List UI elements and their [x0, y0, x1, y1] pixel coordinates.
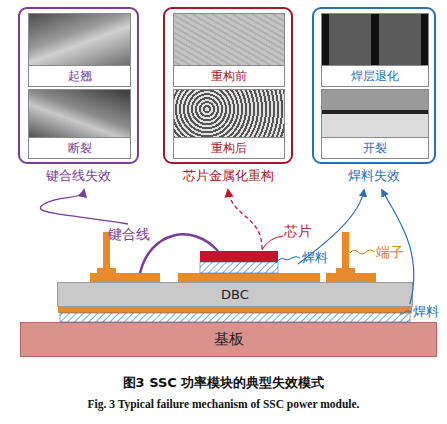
english-caption: Fig. 3 Typical failure mechanism of SSC …: [0, 398, 447, 410]
part-label: 焊料: [302, 249, 328, 267]
top-copper-pad: [326, 273, 376, 282]
micrograph-image: [322, 90, 428, 138]
leader-line: [276, 257, 300, 264]
panel-heading: 键合线失效: [0, 167, 157, 185]
chip: [200, 251, 278, 262]
panel-heading: 芯片金属化重构: [145, 167, 311, 185]
failure-panel: 芯片金属化重构重构前重构后: [163, 7, 293, 164]
part-label: 键合线: [108, 226, 150, 244]
micrograph-image: [29, 90, 130, 138]
chip-solder-layer: [200, 262, 278, 273]
micrograph-box: 开裂: [321, 89, 429, 159]
failure-panel: 焊料失效焊层退化开裂: [312, 7, 436, 164]
micrograph-image: [174, 90, 284, 138]
layer-name: DBC: [58, 283, 412, 306]
base-solder-layer: [60, 313, 410, 322]
top-copper-pad: [90, 273, 160, 282]
failure-arrow: [40, 190, 128, 224]
part-label: 芯片: [284, 223, 312, 241]
layer-band: 基板: [20, 322, 437, 357]
micrograph-box: 焊层退化: [321, 13, 429, 87]
micrograph-image: [29, 14, 130, 66]
part-label: 焊料: [413, 303, 439, 321]
terminal-foot: [336, 268, 355, 273]
terminal: [342, 232, 349, 273]
bottom-copper: [58, 307, 412, 313]
leader-line: [400, 311, 411, 315]
terminal-foot: [97, 268, 116, 273]
image-caption: 起翘: [29, 65, 130, 86]
top-copper-pad: [178, 273, 320, 282]
panel-heading: 焊料失效: [294, 167, 447, 185]
layer-band: DBC: [57, 282, 413, 307]
micrograph-box: 断裂: [28, 89, 131, 159]
micrograph-image: [174, 14, 284, 66]
figure-caption: 图3 SSC 功率模块的典型失效模式: [0, 374, 447, 392]
leader-line: [262, 236, 283, 250]
image-caption: 断裂: [29, 137, 130, 158]
image-caption: 开裂: [322, 137, 428, 158]
failure-arrow: [228, 190, 262, 249]
image-caption: 焊层退化: [322, 65, 428, 86]
micrograph-image: [322, 14, 428, 66]
leader-line: [350, 250, 374, 254]
micrograph-box: 起翘: [28, 13, 131, 87]
failure-panel: 键合线失效起翘断裂: [18, 7, 139, 164]
layer-name: 基板: [21, 323, 436, 356]
image-caption: 重构前: [174, 65, 284, 86]
part-label: 端子: [376, 244, 404, 262]
micrograph-box: 重构前: [173, 13, 285, 87]
micrograph-box: 重构后: [173, 89, 285, 159]
bond-wire: [140, 234, 218, 273]
image-caption: 重构后: [174, 137, 284, 158]
